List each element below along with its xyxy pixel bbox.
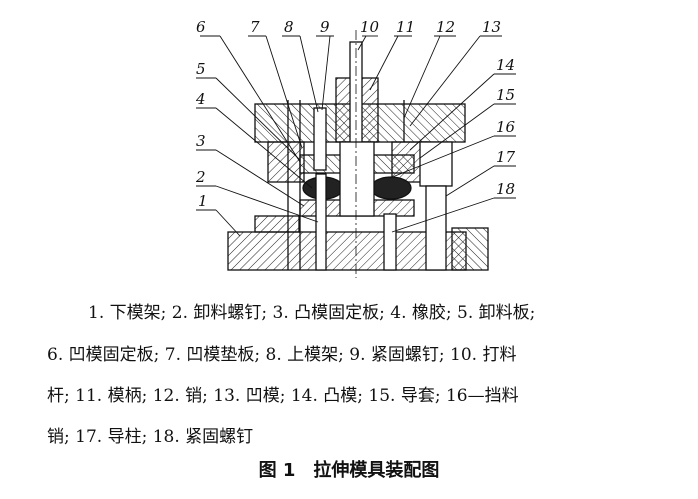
- part-number: 14: [496, 56, 515, 74]
- part-number: 4: [195, 90, 206, 108]
- legend-line: 杆; 11. 模柄; 12. 销; 13. 凹模; 14. 凸模; 15. 导套…: [47, 386, 519, 406]
- part-number: 18: [496, 180, 515, 198]
- fastening-screw: [313, 107, 327, 171]
- figure-caption: 图 1 拉伸模具装配图: [0, 456, 698, 482]
- part-number: 7: [250, 18, 260, 36]
- rubber-ring-right: [370, 176, 412, 200]
- part-number: 16: [496, 118, 516, 136]
- part-number: 5: [196, 60, 206, 78]
- part-number: 1: [198, 192, 208, 210]
- part-number: 15: [496, 86, 515, 104]
- part-number: 8: [284, 18, 294, 36]
- figure-number: 图 1: [258, 460, 296, 481]
- part-number: 10: [360, 18, 380, 36]
- part-number: 11: [396, 18, 415, 36]
- part-number: 9: [320, 18, 330, 36]
- figure-title: 拉伸模具装配图: [313, 460, 440, 481]
- fastening-screw-bottom: [383, 213, 397, 271]
- legend-line: 6. 凹模固定板; 7. 凹模垫板; 8. 上模架; 9. 紧固螺钉; 10. …: [47, 345, 517, 365]
- assembly-drawing: 6 7 8 9 10 11 12 13 14 15 5 4 3 2 1 16 1…: [195, 18, 516, 278]
- punch: [339, 141, 375, 217]
- legend-line: 销; 17. 导柱; 18. 紧固螺钉: [47, 427, 254, 447]
- stripper-screw: [315, 173, 327, 271]
- part-number: 6: [196, 18, 206, 36]
- part-number: 2: [195, 168, 206, 186]
- legend-line: 1. 下模架; 2. 卸料螺钉; 3. 凸模固定板; 4. 橡胶; 5. 卸料板…: [88, 303, 536, 323]
- part-number: 13: [482, 18, 501, 36]
- part-number: 3: [196, 132, 206, 150]
- guide-post: [425, 185, 447, 271]
- part-number: 17: [496, 148, 516, 166]
- part-number: 12: [436, 18, 455, 36]
